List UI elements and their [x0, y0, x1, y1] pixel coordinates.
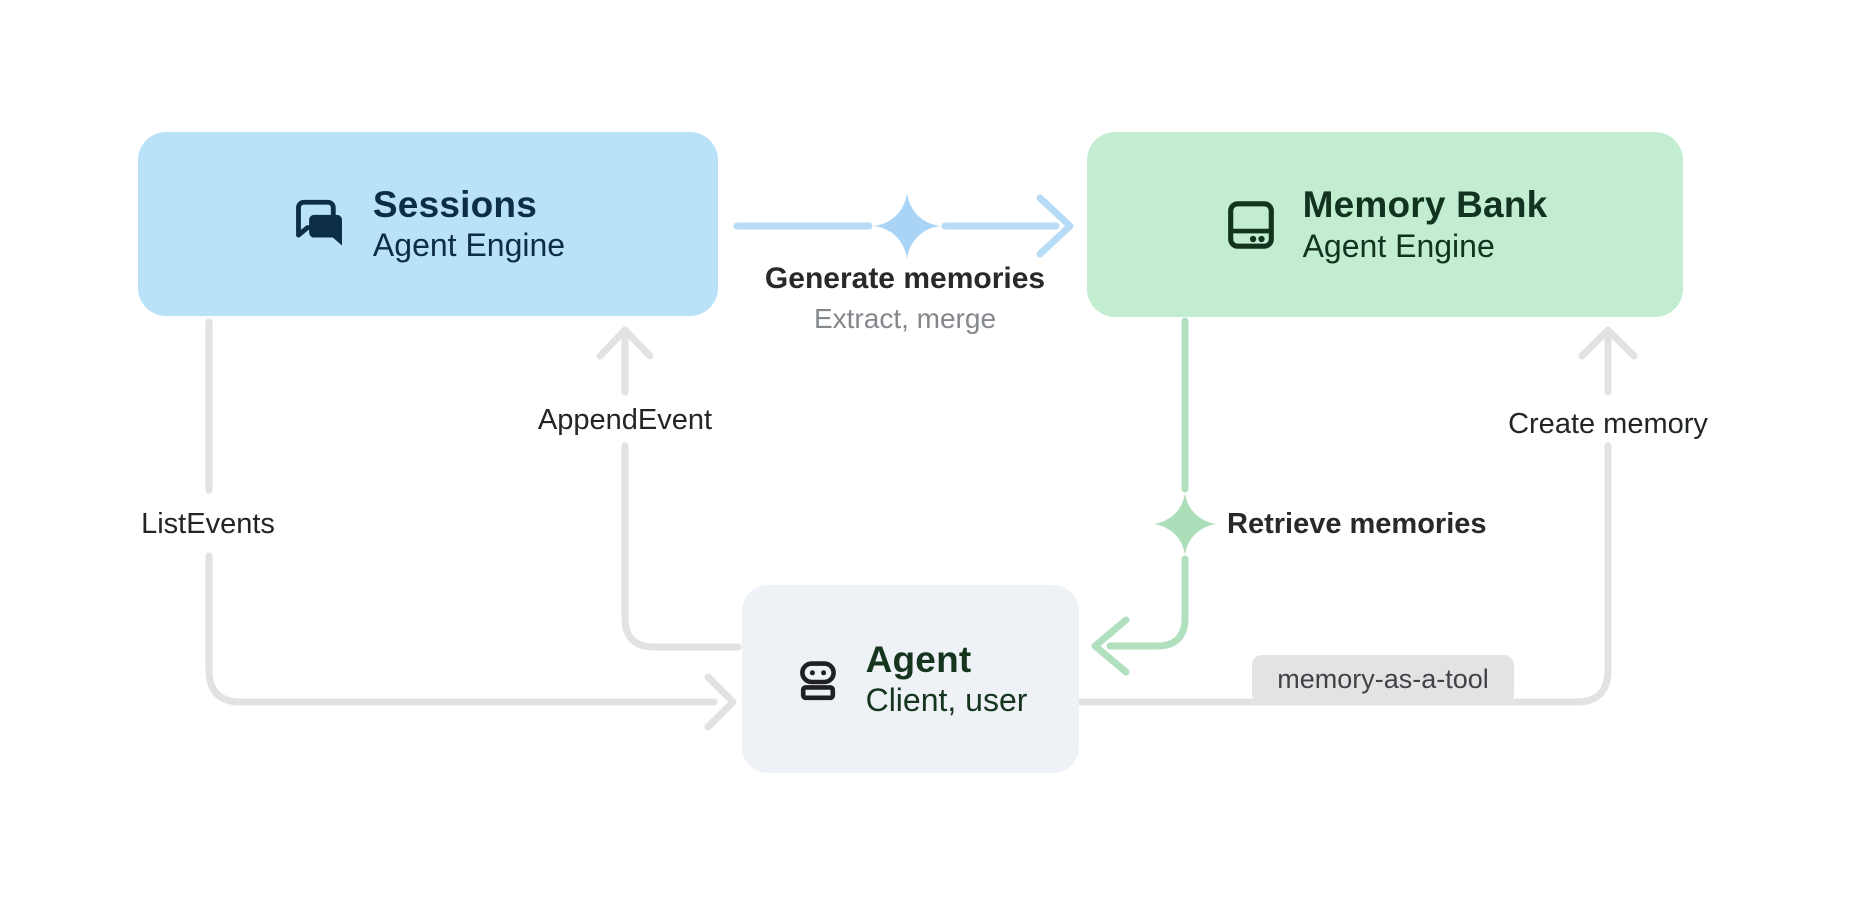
extract-merge-sublabel: Extract, merge [813, 303, 997, 334]
sparkle-icon-blue [874, 193, 940, 259]
robot-icon [799, 661, 836, 701]
node-memory-bank-text: Memory Bank Agent Engine [1303, 184, 1548, 265]
create-memory-label: Create memory [1508, 408, 1708, 440]
retrieve-memories-label: Retrieve memories [1227, 508, 1487, 540]
memory-as-a-tool-badge-label: memory-as-a-tool [1277, 664, 1489, 694]
arrow-retrieve-memories [1091, 317, 1189, 676]
arrow-list-events [205, 318, 737, 731]
chat-bubbles-icon [295, 199, 342, 246]
node-agent-text: Agent Client, user [866, 639, 1028, 720]
edge-label-generate-memories: Generate memories Extract, merge [765, 262, 1045, 335]
edge-label-create-memory: Create memory [1508, 408, 1708, 441]
generate-memories-label: Generate memories [764, 262, 1046, 295]
node-memory-bank-subtitle: Agent Engine [1302, 227, 1495, 264]
node-memory-bank: Memory Bank Agent Engine [1087, 132, 1683, 317]
node-agent-subtitle: Client, user [865, 682, 1028, 719]
node-memory-bank-title: Memory Bank [1302, 184, 1548, 226]
node-sessions-title: Sessions [372, 183, 537, 225]
node-agent: Agent Client, user [742, 585, 1079, 773]
node-agent-title: Agent [865, 638, 972, 680]
node-sessions-subtitle: Agent Engine [372, 227, 566, 264]
node-sessions: Sessions Agent Engine [138, 132, 718, 316]
edge-label-retrieve-memories: Retrieve memories [1227, 508, 1487, 541]
memory-storage-icon [1227, 200, 1274, 249]
edge-label-append-event: AppendEvent [538, 404, 712, 437]
arrow-append-event [596, 326, 742, 651]
sparkle-icon-green [1154, 493, 1216, 555]
node-sessions-text: Sessions Agent Engine [373, 184, 565, 265]
arrow-create-memory [1077, 326, 1638, 706]
list-events-label: ListEvents [141, 508, 275, 540]
arrow-generate-memories [733, 194, 1074, 258]
edge-label-list-events: ListEvents [141, 508, 275, 541]
append-event-label: AppendEvent [537, 404, 713, 436]
memory-as-a-tool-badge: memory-as-a-tool [1252, 655, 1514, 704]
